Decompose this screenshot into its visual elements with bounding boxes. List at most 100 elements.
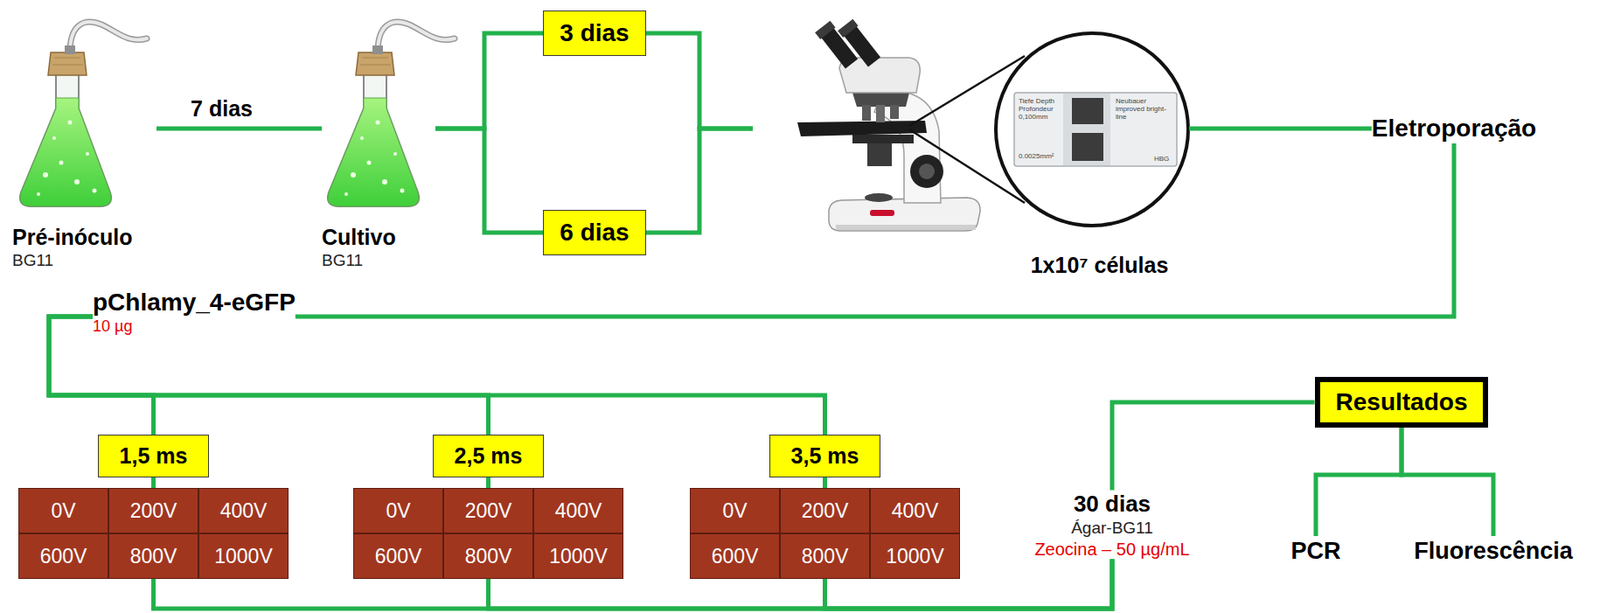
- label-holder: HBG: [1154, 154, 1176, 163]
- microscope-illustration: [910, 154, 944, 188]
- node-text: 1000V: [214, 543, 273, 569]
- microscope-illustration: [864, 193, 893, 202]
- node-text: 400V: [220, 498, 268, 523]
- voltage-cell: 1000V: [198, 533, 289, 579]
- voltage-cell: 800V: [108, 533, 199, 579]
- microscope-illustration: [852, 134, 914, 144]
- node-text: 800V: [801, 543, 849, 569]
- pulse-group: 1,5 ms 0V200V 400V 600V 800V 1000V: [18, 434, 289, 579]
- microscope-illustration: [862, 104, 871, 121]
- counting-chamber: [1063, 93, 1111, 166]
- flask-stage: CultivoBG11: [321, 12, 436, 272]
- cell-count-stage: 1x10⁷ células: [752, 6, 1190, 280]
- microscope-illustration: [876, 104, 885, 123]
- voltage-cell: 200V: [108, 487, 199, 534]
- duration-box: 3 dias: [542, 10, 646, 56]
- voltage-cell: 1000V: [533, 533, 624, 579]
- connector: [1315, 427, 1402, 536]
- node-text: 3 dias: [559, 18, 629, 49]
- magnifier-callout: [909, 33, 1189, 226]
- label-holder: Neubauer improved bright-line: [1115, 97, 1170, 121]
- pulse-group: 3,5 ms 0V 200V 400V 600V 800V 1000V: [689, 434, 960, 579]
- connector: [153, 559, 1114, 610]
- counting-chamber: [1014, 92, 1177, 167]
- voltage-cell: 600V: [18, 533, 109, 579]
- voltage-cell: 400V: [533, 487, 624, 534]
- connector: [1112, 402, 1315, 491]
- node-text: 1x10⁷ células: [1030, 251, 1169, 279]
- node-text: Resultados: [1335, 387, 1468, 418]
- voltage-cell: 0V: [353, 487, 444, 534]
- connector: [48, 316, 826, 435]
- node-text: 30 dias: [1034, 490, 1190, 518]
- microscope-illustration: [867, 143, 892, 167]
- node-text: BG11: [12, 250, 54, 272]
- voltage-cell: 600V: [689, 533, 780, 579]
- chamber-print: HBG: [1154, 154, 1176, 163]
- node-text: 600V: [711, 543, 759, 569]
- label-holder: Tiefe Depth Profondeur 0,100mm: [1018, 97, 1066, 121]
- connector-group: [48, 33, 1494, 609]
- microscope-illustration: [837, 19, 883, 69]
- microscope-illustration: [918, 163, 935, 180]
- node-text: 800V: [130, 543, 178, 569]
- microscope-illustration: [852, 92, 910, 107]
- connector: [156, 126, 322, 132]
- chamber-print: 0.0025mm²: [1018, 152, 1072, 160]
- node-text: 400V: [891, 498, 940, 523]
- chamber-print: Neubauer improved bright-line: [1115, 97, 1170, 121]
- voltage-cell: 200V: [443, 487, 534, 534]
- node-text: PCR: [1290, 535, 1341, 566]
- node-text: 600V: [375, 543, 423, 569]
- microscope-illustration: [814, 20, 835, 40]
- connector: [435, 33, 543, 129]
- edge-label-holder: 7 dias: [222, 121, 285, 148]
- flask-stage: Pré-inóculoBG11: [12, 12, 157, 272]
- microscope-illustration: [797, 120, 927, 137]
- analysis-method: Fluorescência: [1413, 535, 1573, 566]
- header-stub-line: [486, 476, 491, 489]
- node-text: Cultivo: [321, 223, 397, 251]
- node-text: Zeocina – 50 µg/mL: [1034, 538, 1190, 560]
- plasmid-step: pChlamy_4-eGFP10 µg: [92, 288, 296, 336]
- header-stub-line: [153, 476, 826, 489]
- microscope-illustration: [869, 209, 895, 216]
- connector: [295, 143, 1454, 317]
- node-text: 3,5 ms: [769, 434, 882, 478]
- analysis-method: PCR: [1290, 535, 1341, 566]
- edge-label: 7 dias: [190, 95, 253, 122]
- voltage-cell: 0V: [689, 487, 780, 534]
- microscope-illustration: [837, 19, 858, 38]
- magnifier-callout: [995, 33, 1189, 226]
- counting-chamber: [1014, 92, 1177, 167]
- node-text: 10 µg: [92, 316, 296, 336]
- node-text: 200V: [801, 498, 849, 523]
- counting-chamber: [1071, 132, 1104, 161]
- header-stub-line: [151, 476, 156, 489]
- voltage-cell: 0V: [18, 487, 109, 534]
- node-text: Ágar-BG11: [1034, 517, 1190, 539]
- connector: [435, 128, 543, 233]
- counting-chamber: [1071, 97, 1104, 125]
- node-text: 400V: [555, 498, 603, 523]
- header-stub-line: [822, 476, 828, 489]
- selection-step: 30 diasÁgar-BG11Zeocina – 50 µg/mL: [1034, 490, 1190, 560]
- voltage-cell: 1000V: [869, 533, 960, 579]
- node-text: 0V: [385, 498, 411, 523]
- microscope-illustration: [890, 104, 899, 119]
- node-text: 800V: [465, 543, 513, 569]
- node-text: 1000V: [885, 543, 945, 569]
- node-text: Eletroporação: [1371, 113, 1537, 144]
- node-text: 1,5 ms: [97, 434, 210, 478]
- node-text: 2,5 ms: [432, 434, 545, 478]
- voltage-cell: 400V: [869, 487, 960, 534]
- voltage-cell: 800V: [779, 533, 870, 579]
- voltage-cell: 600V: [353, 533, 444, 579]
- connector: [1189, 126, 1372, 132]
- node-text: Pré-inóculo: [12, 223, 133, 251]
- results-box: Resultados: [1314, 376, 1489, 428]
- pulse-group: 2,5 ms 0V 200V 400V 600V 800V 1000V: [353, 434, 624, 579]
- connector: [48, 316, 489, 435]
- flask-illustration: [327, 21, 455, 207]
